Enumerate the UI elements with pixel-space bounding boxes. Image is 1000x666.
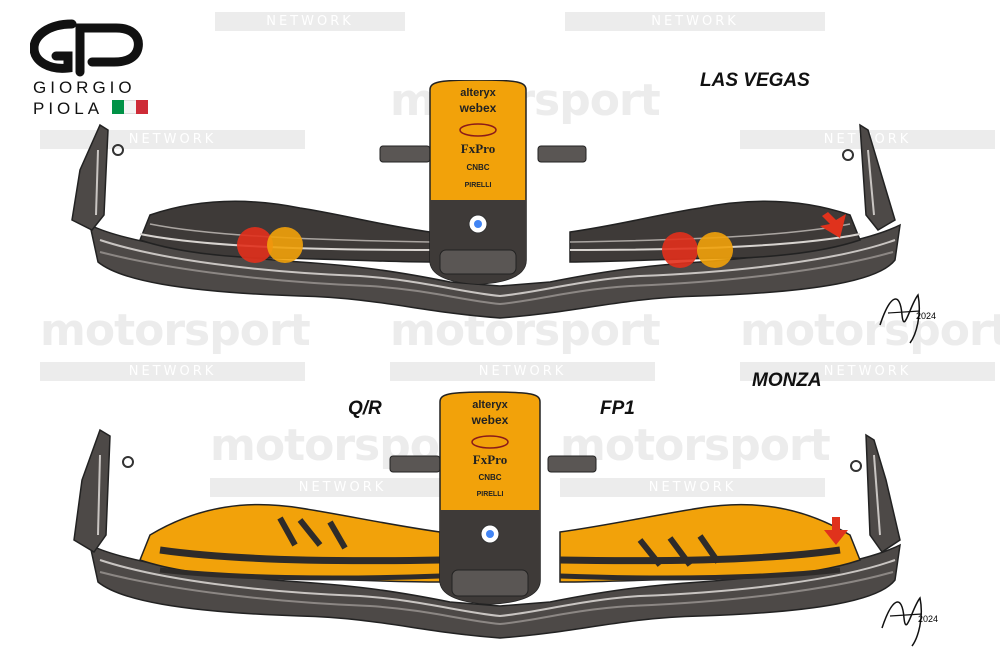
signature-icon (879, 293, 921, 344)
nose-sponsor: PIRELLI (465, 182, 492, 189)
watermark-network: NETWORK (390, 362, 655, 381)
camera-pod-left (379, 145, 431, 163)
gp-monogram-icon (30, 19, 143, 77)
sponsor-logo-orange (267, 227, 303, 263)
main-plane (88, 543, 901, 639)
signature-year: 2024 (918, 614, 939, 624)
watermark-network: NETWORK (215, 12, 405, 31)
nose-sponsor: FxPro (461, 141, 495, 156)
watermark-brand: motorsport (40, 305, 311, 356)
fp1-label: FP1 (600, 398, 635, 419)
camera-pod-right (547, 455, 597, 473)
camera-pod-left (389, 455, 441, 473)
signature-icon (881, 596, 923, 647)
qr-label: Q/R (348, 398, 382, 419)
nose-sponsor: alteryx (472, 399, 508, 411)
monza-front-wing-illustration: alteryx webex FxPro CNBC PIRELLI (73, 391, 901, 639)
sponsor-logo-orange (697, 232, 733, 268)
nose-sponsor: CNBC (466, 163, 489, 172)
las-vegas-title: LAS VEGAS (700, 70, 810, 91)
artist-signature: 2024 (872, 588, 952, 648)
estrella-galicia-logo-icon (471, 435, 509, 449)
nose-sponsor: webex (471, 413, 509, 427)
watermark-network: NETWORK (740, 362, 995, 381)
artist-signature: 2024 (870, 285, 950, 345)
arrow-down-icon (824, 517, 848, 545)
endplate-right (859, 123, 896, 231)
sponsor-logo-red (237, 227, 273, 263)
main-plane (88, 223, 901, 319)
sponsor-logo-red (662, 232, 698, 268)
monza-title: MONZA (752, 370, 822, 391)
logo-name-line2: PIOLA (33, 99, 104, 118)
estrella-galicia-logo-icon (459, 123, 497, 137)
las-vegas-front-wing-illustration: alteryx webex FxPro CNBC PIRELLI (71, 80, 901, 319)
camera-pod-right (537, 145, 587, 163)
nose-sponsor: webex (459, 101, 497, 115)
nose-sponsor: CNBC (478, 473, 501, 482)
nose-sponsor: PIRELLI (477, 491, 504, 498)
watermark-network: NETWORK (40, 362, 305, 381)
logo-name-line1: GIORGIO (33, 78, 136, 97)
watermark-network: NETWORK (565, 12, 825, 31)
watermark-network: NETWORK (210, 478, 475, 497)
nose-sponsor: alteryx (460, 87, 496, 99)
watermark-network: NETWORK (560, 478, 825, 497)
watermark-brand: motorsport (740, 305, 1000, 356)
endplate-left (71, 123, 109, 231)
endplate-right (865, 433, 901, 554)
watermark-brand: motorsport (560, 420, 831, 471)
endplate-left (73, 428, 111, 554)
nose-sponsor: FxPro (473, 452, 507, 467)
signature-year: 2024 (916, 311, 937, 321)
arrow-down-icon (820, 212, 846, 238)
italian-flag-icon (112, 100, 148, 114)
